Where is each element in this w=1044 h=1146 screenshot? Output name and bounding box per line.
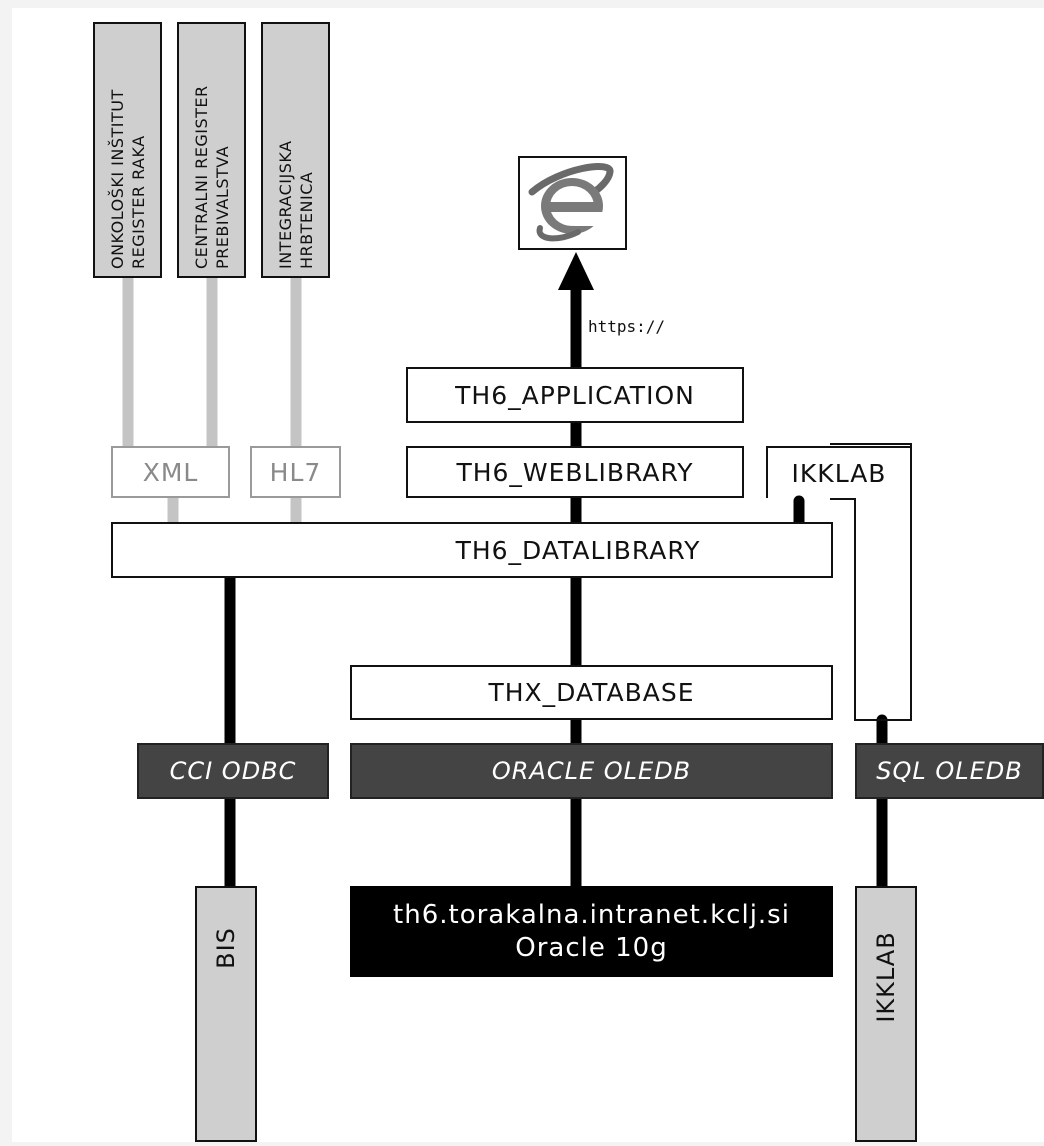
- oracle-server-box: th6.torakalna.intranet.kclj.si Oracle 10…: [350, 886, 833, 977]
- th6-application-box: TH6_APPLICATION: [406, 367, 744, 423]
- bis-box: BIS: [195, 886, 257, 1142]
- ikklab-outline-connector: [830, 443, 912, 721]
- xml-box: XML: [111, 446, 230, 498]
- hl7-box: HL7: [250, 446, 341, 498]
- thx-database-box: THX_DATABASE: [350, 665, 833, 720]
- sql-oledb-box: SQL OLEDB: [855, 743, 1044, 799]
- source-centralni-register: CENTRALNI REGISTER PREBIVALSTVA: [177, 22, 246, 278]
- source-onkoloski-label: ONKOLOŠKI INŠTITUT REGISTER RAKA: [107, 89, 148, 269]
- ikklab-target-label: IKKLAB: [872, 931, 900, 1023]
- arrowhead-up: [558, 252, 594, 290]
- th6-datalibrary-box: TH6_DATALIBRARY: [111, 522, 833, 578]
- source-centralni-label: CENTRALNI REGISTER PREBIVALSTVA: [191, 85, 232, 269]
- ikklab-target-box: IKKLAB: [855, 886, 917, 1142]
- browser-box: [518, 156, 627, 250]
- server-product: Oracle 10g: [515, 932, 668, 963]
- server-host: th6.torakalna.intranet.kclj.si: [393, 899, 790, 930]
- internet-explorer-icon: [528, 163, 614, 242]
- bis-label: BIS: [212, 927, 240, 969]
- source-integracijska-hrbtenica: INTEGRACIJSKA HRBTENICA: [261, 22, 330, 278]
- cci-odbc-box: CCI ODBC: [137, 743, 329, 799]
- source-integracijska-label: INTEGRACIJSKA HRBTENICA: [275, 140, 316, 269]
- oracle-oledb-box: ORACLE OLEDB: [350, 743, 833, 799]
- protocol-label: https://: [588, 317, 666, 336]
- th6-weblibrary-box: TH6_WEBLIBRARY: [406, 446, 744, 498]
- source-onkoloski-institut: ONKOLOŠKI INŠTITUT REGISTER RAKA: [93, 22, 162, 278]
- ikklab-box: IKKLAB: [766, 446, 910, 498]
